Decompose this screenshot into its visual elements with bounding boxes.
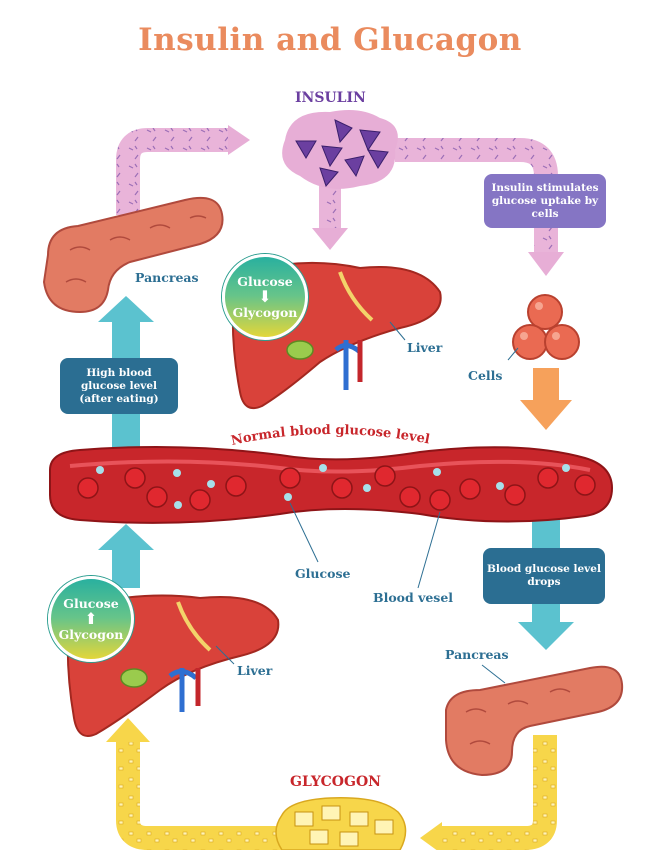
arrow-to-insulin: [228, 125, 250, 155]
pancreas-top: [42, 196, 224, 314]
cells-label: Cells: [468, 368, 503, 383]
arrow-to-liver-from-glycogon: [106, 718, 150, 742]
insulin-stimulates-box: Insulin stimulates glucose uptake by cel…: [484, 174, 606, 228]
arrow-to-glycogon: [420, 822, 442, 850]
pancreas-bottom-label: Pancreas: [445, 647, 509, 662]
high-blood-box: High blood glucose level (after eating): [60, 358, 178, 414]
arrow-to-liver: [312, 228, 348, 250]
liver-bottom-label: Liver: [237, 663, 273, 678]
level-drops-box: Blood glucose level drops: [483, 548, 605, 604]
glycogon-blob: [275, 797, 407, 850]
glucose-label: Glucose: [295, 566, 351, 581]
badge-top-to: Glycogon: [232, 305, 298, 320]
insulin-molecules: [282, 110, 398, 189]
glycogon-to-glucose-badge: Glucose ⬆ Glycogon: [48, 576, 134, 662]
glucose-to-glycogon-badge: Glucose ⬇ Glycogon: [222, 254, 308, 340]
glucose-particles: [96, 464, 570, 509]
liver-top-label: Liver: [407, 340, 443, 355]
glycogon-pathway: [106, 718, 557, 850]
badge-top-from: Glucose: [237, 274, 293, 289]
arrow-to-cells: [528, 252, 564, 276]
arrow-up-icon: ⬆: [84, 609, 98, 628]
level-drops-text: Blood glucose level drops: [487, 563, 601, 588]
orange-arrow: [520, 368, 572, 430]
high-blood-text: High blood glucose level (after eating): [79, 366, 159, 405]
glycogon-label: GLYCOGON: [290, 774, 381, 790]
badge-bottom-to: Glycogon: [58, 627, 124, 642]
pancreas-top-label: Pancreas: [135, 270, 199, 285]
normal-level-label: Normal blood glucose level: [230, 423, 431, 449]
red-blood-cells: [77, 465, 596, 511]
teal-arrow-up-bottom: [98, 524, 154, 588]
blood-vessel: [49, 445, 614, 589]
badge-bottom-from: Glucose: [63, 596, 119, 611]
insulin-label: INSULIN: [295, 90, 366, 106]
insulin-stimulates-text: Insulin stimulates glucose uptake by cel…: [491, 181, 599, 220]
arrow-down-icon: ⬇: [258, 287, 272, 306]
blood-vessel-label: Blood vesel: [373, 590, 454, 605]
cells-cluster: [507, 294, 580, 361]
pancreas-bottom: [445, 664, 624, 777]
diagram-title: Insulin and Glucagon: [138, 22, 522, 58]
